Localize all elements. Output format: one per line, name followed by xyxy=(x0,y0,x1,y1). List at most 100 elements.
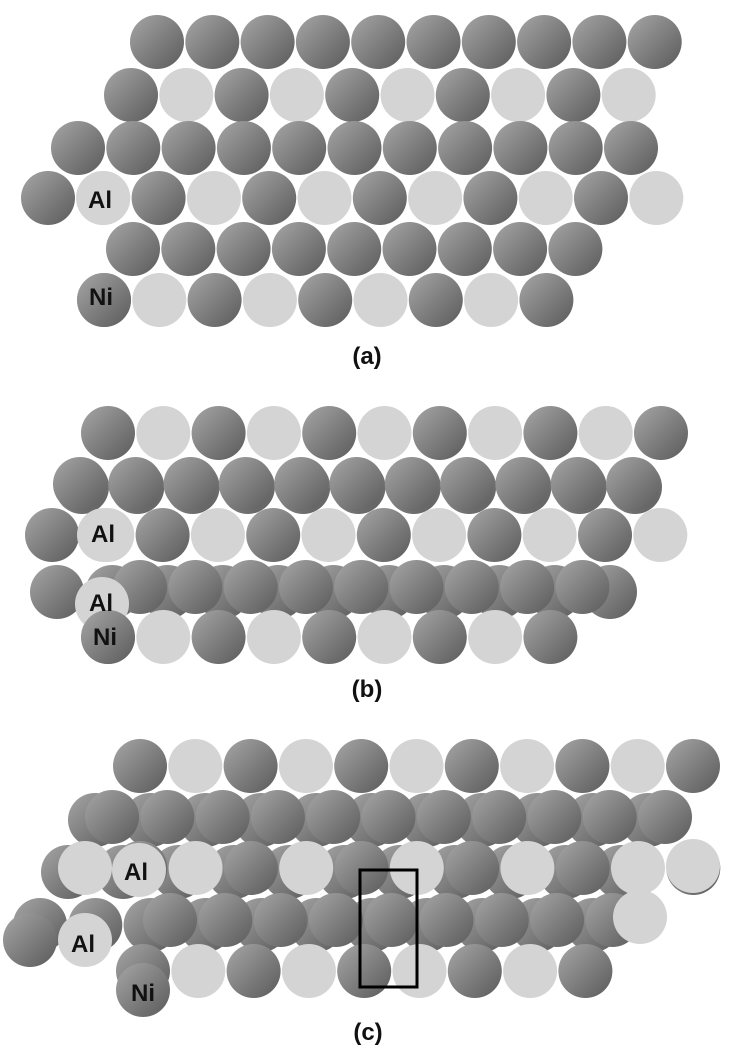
ni-atom xyxy=(435,68,490,122)
ni-atom xyxy=(302,406,357,460)
ni-atom xyxy=(555,560,610,614)
al-atom xyxy=(246,610,301,664)
ni-atom xyxy=(337,944,392,998)
ni-atom xyxy=(548,121,603,175)
al-atom xyxy=(269,68,324,122)
ni-atom xyxy=(437,222,492,276)
ni-atom xyxy=(306,790,361,844)
panel-a xyxy=(21,15,684,327)
ni-atom xyxy=(550,457,605,511)
ni-atom xyxy=(191,406,246,460)
al-atom xyxy=(666,839,720,893)
ni-atom xyxy=(274,457,329,511)
al-atom xyxy=(468,406,523,460)
al-atom xyxy=(468,610,523,664)
al-atom xyxy=(279,841,334,895)
ni-atom xyxy=(412,610,467,664)
al-atom-label: Al xyxy=(88,187,112,214)
ni-atom xyxy=(606,457,660,511)
panel-b-caption: (b) xyxy=(352,676,383,703)
panel-c xyxy=(3,739,721,1017)
ni-atom xyxy=(77,273,131,327)
ni-atom xyxy=(242,171,297,225)
ni-atom xyxy=(527,790,582,844)
al-atom xyxy=(357,406,412,460)
unit-cell-box xyxy=(358,868,419,989)
ni-atom xyxy=(548,222,603,276)
ni-atom xyxy=(334,560,389,614)
ni-atom xyxy=(438,121,493,175)
panel-b xyxy=(25,406,688,664)
panel-c-caption: (c) xyxy=(353,1019,382,1046)
al-atom xyxy=(500,739,555,793)
ni-atom xyxy=(463,171,518,225)
ni-atom xyxy=(604,121,658,175)
al-atom xyxy=(171,944,226,998)
ni-atom xyxy=(272,121,327,175)
ni-atom xyxy=(108,457,163,511)
ni-atom xyxy=(30,565,84,619)
ni-atom xyxy=(25,508,79,562)
ni-atom xyxy=(461,15,516,69)
ni-atom xyxy=(214,68,269,122)
al-atom xyxy=(610,739,665,793)
ni-atom xyxy=(412,406,467,460)
al-atom xyxy=(601,68,656,122)
ni-atom xyxy=(578,508,632,562)
ni-atom xyxy=(187,273,242,327)
al-atom xyxy=(112,843,166,897)
al-atom xyxy=(357,610,412,664)
ni-atom xyxy=(327,222,382,276)
ni-atom xyxy=(223,739,278,793)
al-atom xyxy=(190,508,245,562)
al-atom xyxy=(500,841,555,895)
ni-atom xyxy=(523,406,578,460)
ni-atom xyxy=(81,406,135,460)
ni-atom xyxy=(216,222,271,276)
ni-atom xyxy=(198,893,253,947)
al-atom xyxy=(633,508,688,562)
ni-atom xyxy=(555,739,610,793)
ni-atom xyxy=(558,944,613,998)
ni-atom xyxy=(523,610,578,664)
ni-atom xyxy=(467,508,522,562)
al-atom xyxy=(408,171,463,225)
ni-atom xyxy=(135,508,190,562)
ni-atom xyxy=(53,457,107,511)
ni-atom xyxy=(51,121,105,175)
ni-atom xyxy=(223,560,278,614)
al-atom xyxy=(353,273,408,327)
al-atom xyxy=(518,171,573,225)
ni-atom xyxy=(195,790,250,844)
ni-atom xyxy=(161,222,216,276)
al-atom xyxy=(77,508,131,562)
ni-atom xyxy=(440,457,495,511)
ni-atom xyxy=(472,790,527,844)
al-atom xyxy=(58,841,112,895)
ni-atom xyxy=(106,222,160,276)
al-atom xyxy=(76,171,130,225)
ni-atom xyxy=(572,15,627,69)
al-atom xyxy=(246,406,301,460)
ni-atom xyxy=(364,893,419,947)
ni-atom xyxy=(226,944,281,998)
ni-atom xyxy=(493,222,548,276)
ni-atom xyxy=(555,841,610,895)
ni-atom xyxy=(3,913,57,967)
ni-atom xyxy=(298,273,353,327)
ni-atom xyxy=(216,121,271,175)
ni-atom xyxy=(444,560,499,614)
al-atom xyxy=(136,406,191,460)
ni-atom xyxy=(116,963,170,1017)
ni-atom xyxy=(223,841,278,895)
ni-atom xyxy=(493,121,548,175)
al-atom-label: Al xyxy=(91,521,115,548)
ni-atom xyxy=(85,790,139,844)
ni-atom xyxy=(308,893,363,947)
ni-atom xyxy=(419,893,474,947)
ni-atom xyxy=(113,739,167,793)
ni-atom xyxy=(271,222,326,276)
ni-atom xyxy=(325,68,380,122)
al-atom xyxy=(132,273,187,327)
